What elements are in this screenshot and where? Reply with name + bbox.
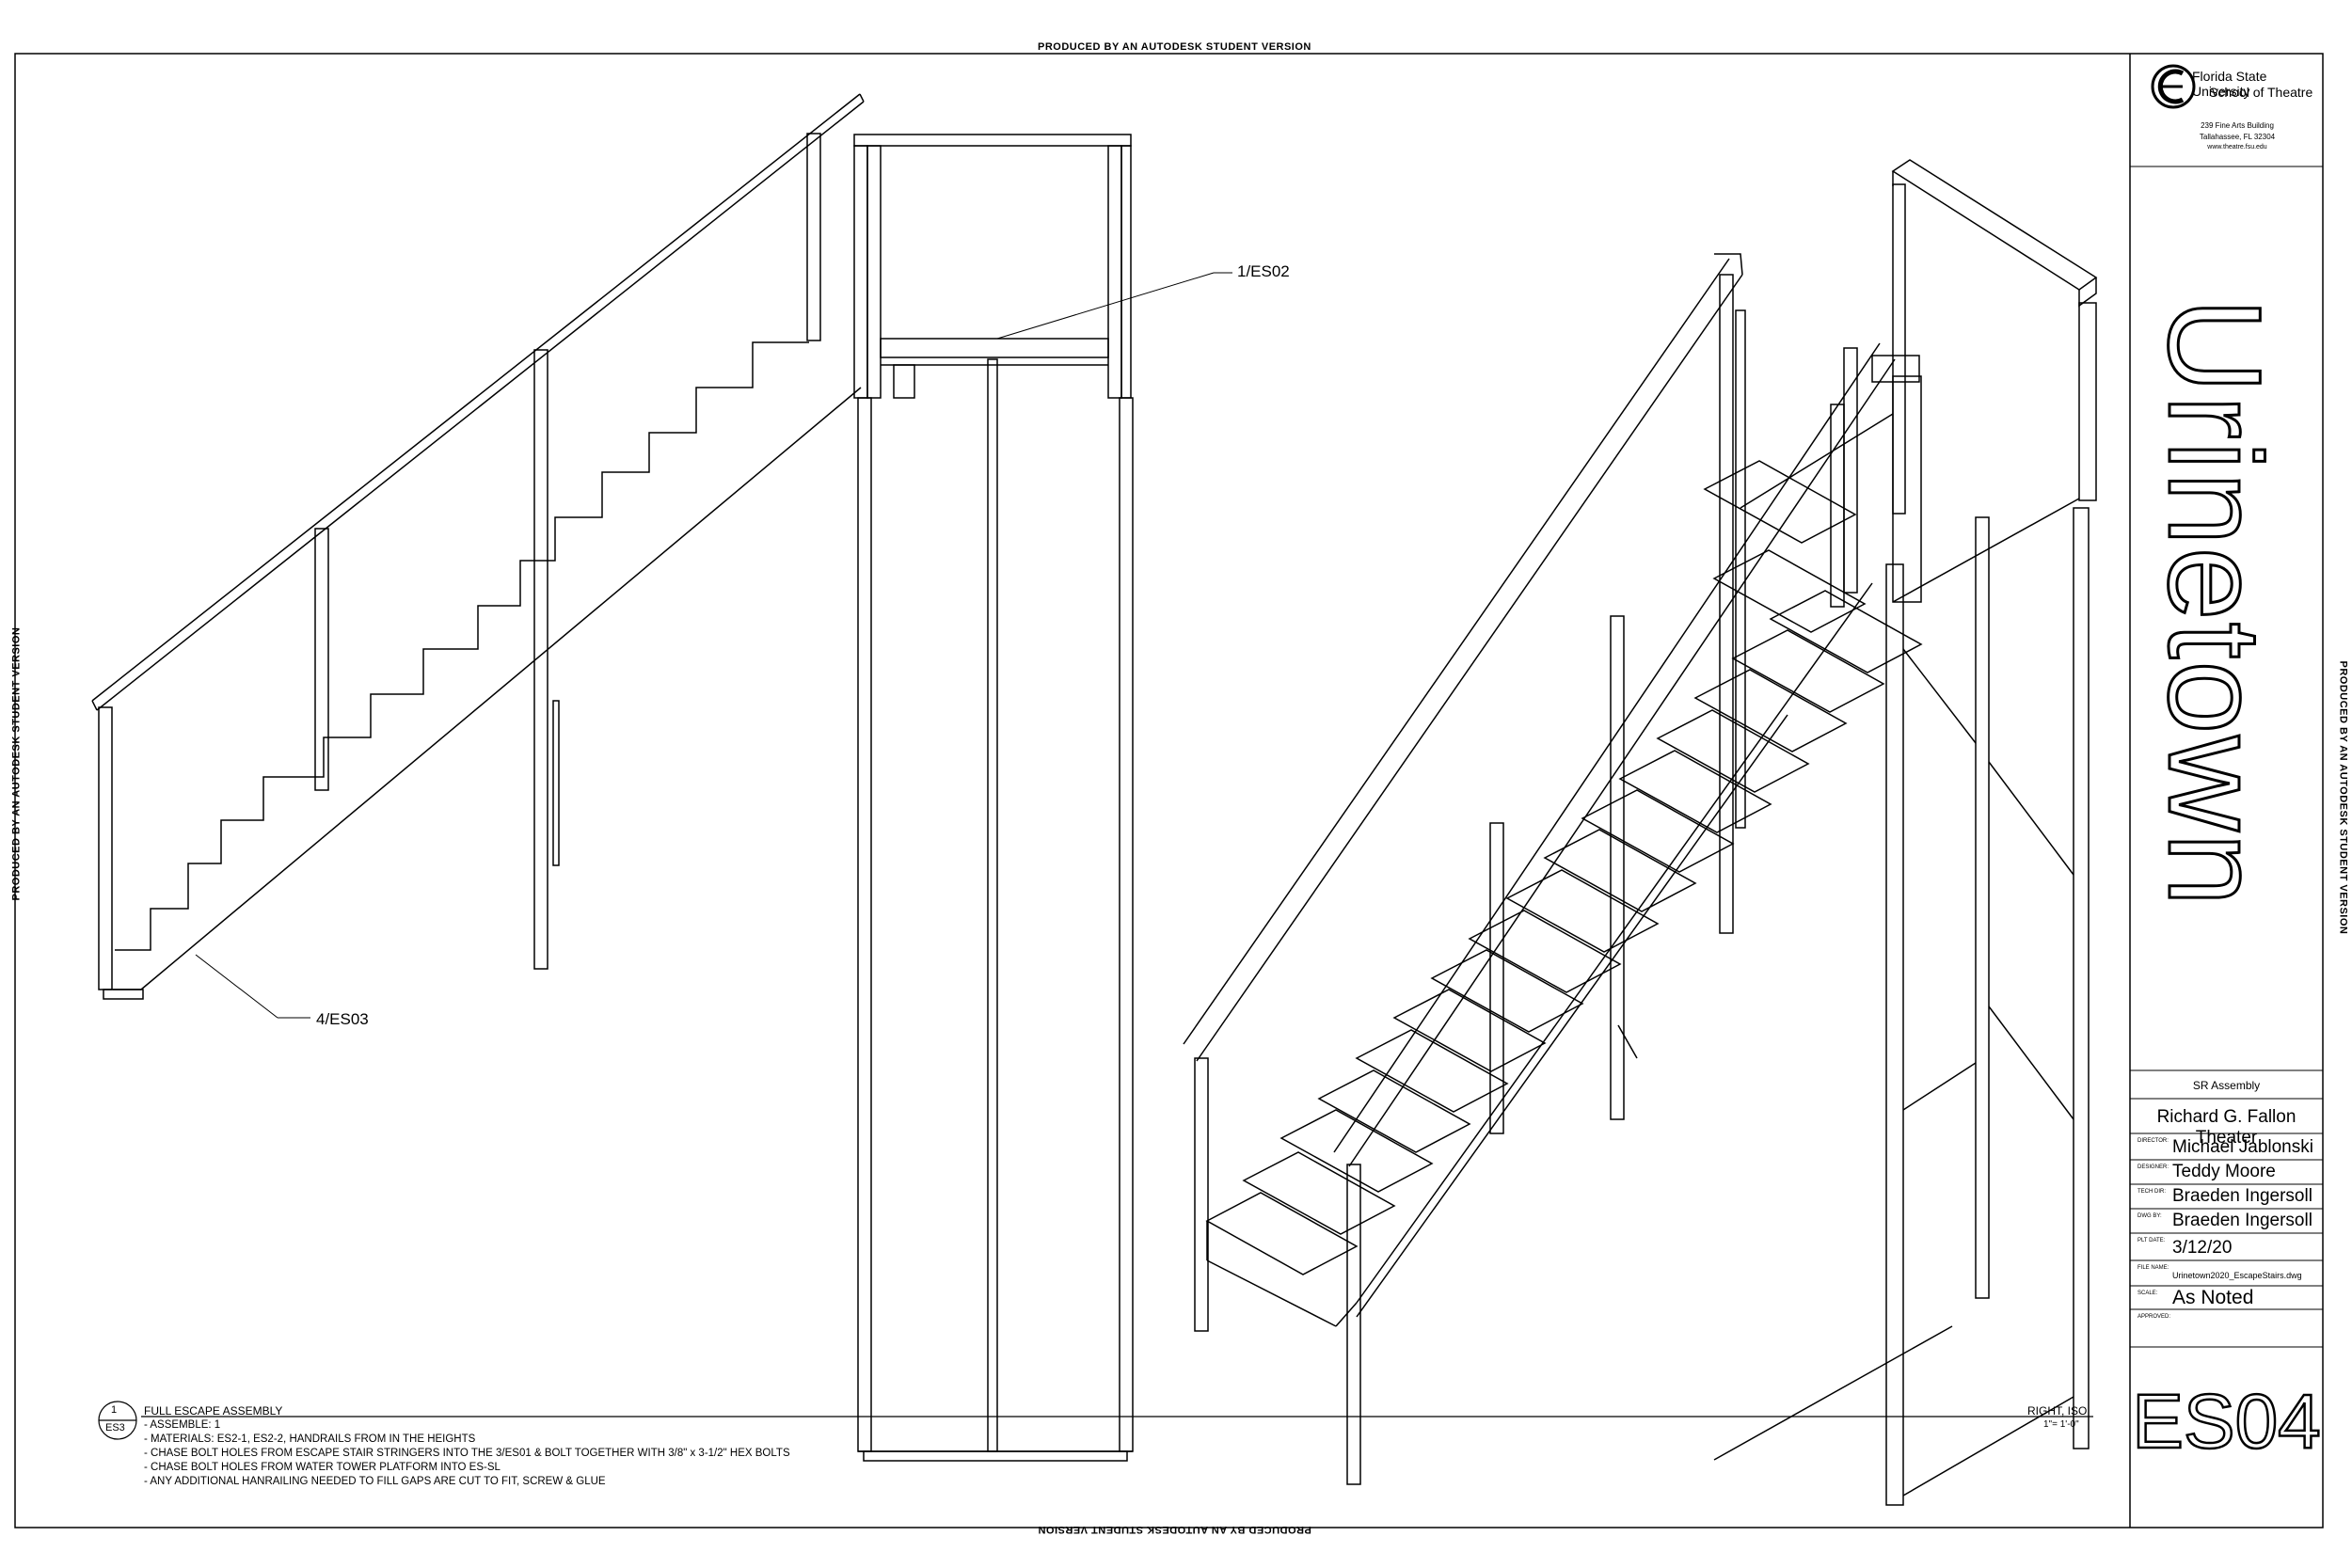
- file-name-value: Urinetown2020_EscapeStairs.dwg: [2172, 1271, 2302, 1280]
- note-line: - ANY ADDITIONAL HANRAILING NEEDED TO FI…: [144, 1476, 606, 1487]
- field-label: DIRECTOR:: [2137, 1138, 2169, 1144]
- leader-lines: [195, 272, 1232, 1019]
- field-label: FILE NAME:: [2137, 1265, 2169, 1271]
- drawing-title: SR Assembly: [2192, 1079, 2261, 1092]
- note-line: - CHASE BOLT HOLES FROM WATER TOWER PLAT…: [144, 1462, 501, 1473]
- field-label: TECH DIR:: [2137, 1189, 2166, 1195]
- sheet-border: [14, 53, 2324, 1528]
- title-block: Florida State University School of Theat…: [2130, 54, 2323, 1528]
- callout-top-detail: 1/ES02: [1237, 262, 1290, 280]
- assembly-notes: - ASSEMBLE: 1 - MATERIALS: ES2-1, ES2-2,…: [144, 1418, 1273, 1489]
- field-scale: SCALE: As Noted: [2130, 1286, 2323, 1309]
- callout-bottom-detail: 4/ES03: [316, 1010, 369, 1028]
- note-line: - MATERIALS: ES2-1, ES2-2, HANDRAILS FRO…: [144, 1433, 476, 1445]
- note-line: - ASSEMBLE: 1: [144, 1419, 221, 1431]
- field-designer: DESIGNER: Teddy Moore: [2130, 1160, 2323, 1184]
- field-label: APPROVED:: [2137, 1314, 2171, 1320]
- designer-value: Teddy Moore: [2172, 1162, 2276, 1181]
- sheet-number: ES04: [2131, 1378, 2322, 1465]
- drawing-scale: 1"= 1'-0": [2043, 1419, 2079, 1430]
- field-label: SCALE:: [2137, 1291, 2158, 1296]
- drawing-label-title: FULL ESCAPE ASSEMBLY: [144, 1404, 283, 1418]
- school-name: School of Theatre: [2209, 85, 2313, 100]
- watermark-right: PRODUCED BY AN AUTODESK STUDENT VERSION: [2337, 660, 2349, 935]
- dwg-by-value: Braeden Ingersoll: [2172, 1211, 2312, 1230]
- drawing-label-graphics: [98, 1401, 2093, 1440]
- watermark-bottom: PRODUCED BY AN AUTODESK STUDENT VERSION: [1038, 1524, 1311, 1535]
- detail-sheet-ref: ES3: [105, 1422, 125, 1433]
- field-director: DIRECTOR: Michael Jablonski: [2130, 1133, 2323, 1160]
- watermark-left: PRODUCED BY AN AUTODESK STUDENT VERSION: [10, 626, 23, 901]
- watermark-top: PRODUCED BY AN AUTODESK STUDENT VERSION: [1038, 41, 1311, 53]
- field-dwg-by: DWG BY: Braeden Ingersoll: [2130, 1209, 2323, 1233]
- field-tech-dir: TECH DIR: Braeden Ingersoll: [2130, 1184, 2323, 1209]
- fsu-logo-icon: [2151, 64, 2196, 109]
- scale-value: As Noted: [2172, 1287, 2254, 1308]
- address-line-1: 239 Fine Arts Building: [2201, 121, 2274, 130]
- field-approved: APPROVED:: [2130, 1309, 2323, 1347]
- show-title: Urinetown: [2140, 297, 2291, 910]
- field-label: DESIGNER:: [2137, 1164, 2169, 1170]
- platform-front-elevation: [853, 134, 1134, 1462]
- detail-number: 1: [111, 1404, 118, 1416]
- isometric-assembly: [1183, 159, 2098, 1506]
- field-file-name: FILE NAME: Urinetown2020_EscapeStairs.dw…: [2130, 1260, 2323, 1286]
- plot-date-value: 3/12/20: [2172, 1238, 2233, 1258]
- drawing-view: RIGHT, ISO: [2027, 1404, 2088, 1418]
- field-plot-date: PLT DATE: 3/12/20: [2130, 1233, 2323, 1260]
- field-label: DWG BY:: [2137, 1213, 2162, 1219]
- note-line: - CHASE BOLT HOLES FROM ESCAPE STAIR STR…: [144, 1448, 790, 1459]
- stair-side-elevation: [91, 93, 865, 1000]
- address-line-2: Tallahassee, FL 32304: [2199, 133, 2276, 141]
- venue-name: Richard G. Fallon Theater: [2156, 1107, 2296, 1148]
- director-value: Michael Jablonski: [2172, 1137, 2313, 1157]
- university-name: Florida State University: [2192, 69, 2267, 99]
- tech-dir-value: Braeden Ingersoll: [2172, 1186, 2312, 1206]
- website: www.theatre.fsu.edu: [2207, 144, 2267, 150]
- field-label: PLT DATE:: [2137, 1238, 2166, 1243]
